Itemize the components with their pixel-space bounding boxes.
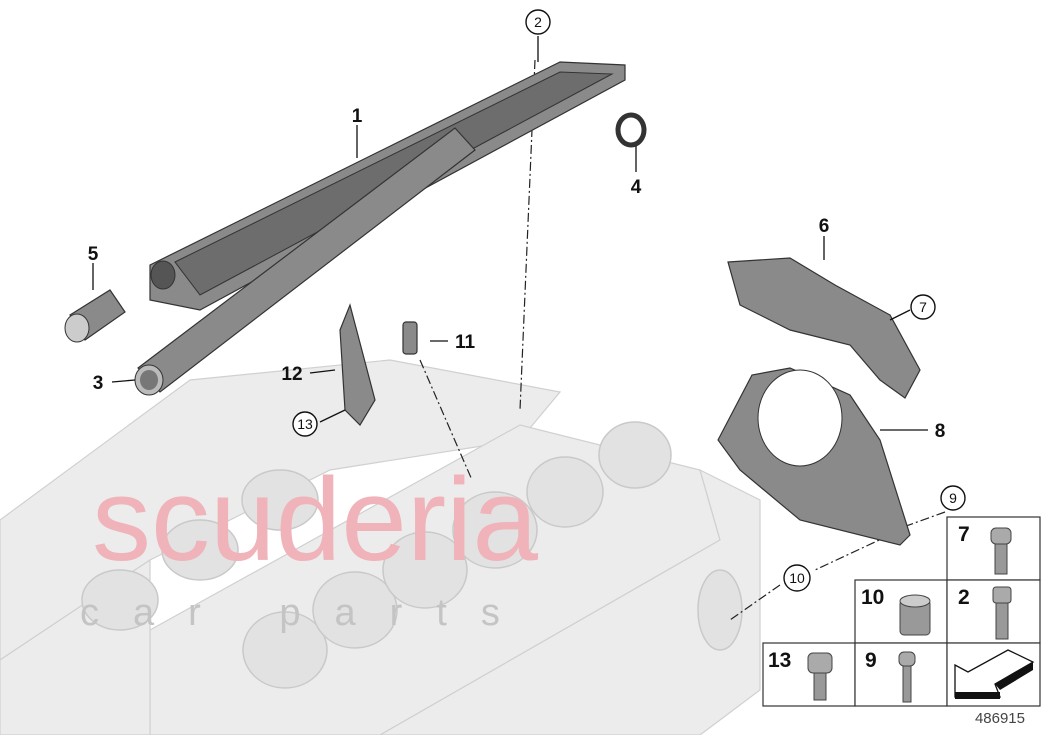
leader-lines bbox=[92, 36, 928, 431]
watermark-brand: scuderia bbox=[92, 454, 538, 586]
legend-cell-7 bbox=[946, 516, 1041, 581]
part-8-rear-cover[interactable] bbox=[717, 367, 911, 546]
callout-9: 9 bbox=[949, 490, 957, 506]
hex-flange-bolt-icon bbox=[992, 586, 1012, 640]
assembly-line-10a bbox=[814, 534, 891, 571]
reference-number: 486915 bbox=[975, 710, 1025, 727]
engine-block bbox=[0, 359, 761, 735]
socket-head-bolt-icon bbox=[807, 652, 833, 701]
legend-label-2: 2 bbox=[958, 586, 970, 609]
part-11-sensor[interactable] bbox=[402, 321, 418, 355]
callout-2: 2 bbox=[534, 14, 542, 30]
assembly-line-9 bbox=[894, 511, 946, 531]
arrow-down-left-icon bbox=[954, 649, 1035, 699]
callout-3: 3 bbox=[93, 373, 104, 394]
callout-6: 6 bbox=[819, 216, 830, 237]
callout-8: 8 bbox=[935, 421, 946, 442]
callout-13: 13 bbox=[297, 416, 313, 432]
part-4-seal-ring[interactable] bbox=[615, 112, 647, 148]
callout-11: 11 bbox=[455, 332, 476, 353]
assembly-line-11 bbox=[419, 359, 473, 481]
watermark-sub: car parts bbox=[80, 592, 534, 634]
legend-label-13: 13 bbox=[768, 649, 791, 672]
legend-cell-13 bbox=[762, 642, 856, 707]
callout-4: 4 bbox=[631, 177, 642, 198]
callout-10: 10 bbox=[789, 570, 805, 586]
cylinder-bores bbox=[81, 421, 743, 689]
circled-callouts: 2 7 13 9 10 bbox=[292, 9, 966, 592]
dowel-sleeve-icon bbox=[899, 594, 931, 636]
legend-label-9: 9 bbox=[865, 649, 877, 672]
part-12-plate[interactable] bbox=[339, 303, 376, 426]
legend-label-7: 7 bbox=[958, 523, 970, 546]
torx-bolt-icon bbox=[898, 651, 916, 703]
callout-1: 1 bbox=[352, 106, 363, 127]
callout-12: 12 bbox=[281, 364, 302, 385]
part-6-housing[interactable] bbox=[727, 257, 921, 399]
flange-bolt-icon bbox=[990, 527, 1012, 575]
callout-7: 7 bbox=[919, 299, 927, 315]
callout-5: 5 bbox=[88, 244, 99, 265]
legend-label-10: 10 bbox=[861, 586, 884, 609]
assembly-line-10b bbox=[729, 584, 781, 621]
part-5-sleeve[interactable] bbox=[64, 289, 126, 343]
